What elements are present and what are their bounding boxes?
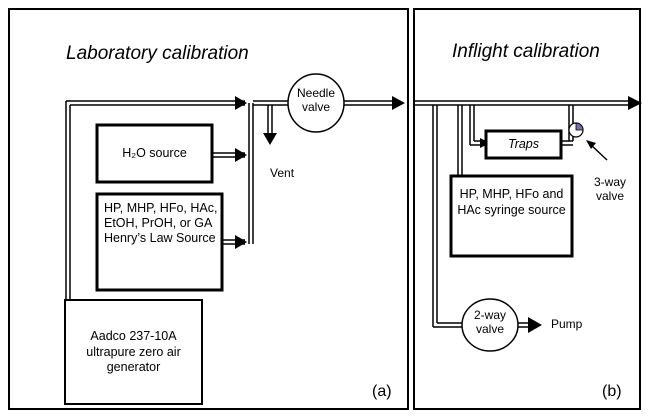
three-way-valve-icon <box>568 122 584 138</box>
zero-air-label: Aadco 237-10A ultrapure zero air generat… <box>86 329 181 375</box>
panel-a-label: (a) <box>372 383 392 400</box>
pump-label: Pump <box>551 317 583 331</box>
arrow-a-outlet <box>392 96 405 110</box>
vent-label: Vent <box>270 166 295 180</box>
two-way-valve-label: 2-way valve <box>473 308 506 336</box>
panel-b-title: Inflight calibration <box>452 41 600 62</box>
traps-label: Traps <box>507 137 540 151</box>
panel-a-title: Laboratory calibration <box>66 43 249 64</box>
arrow-to-junction <box>235 96 247 110</box>
zero-air-box <box>64 299 203 405</box>
arrow-henry-output <box>235 235 247 249</box>
needle-valve-label: Needle valve <box>296 86 336 114</box>
two-way-valve-circle <box>461 298 519 352</box>
three-way-valve-label: 3-way valve <box>593 175 626 203</box>
arrow-b-outlet <box>628 96 642 110</box>
henrys-law-source-box <box>95 192 224 292</box>
h2o-source-box <box>95 123 214 184</box>
arrow-h2o-output <box>235 148 247 162</box>
panel-b-frame <box>413 8 641 410</box>
panel-a-lines <box>65 100 392 302</box>
syringe-source-label: HP, MHP, HFo and HAc syringe source <box>457 187 566 217</box>
syringe-source-box <box>449 174 574 258</box>
arrow-to-pump <box>528 317 542 333</box>
h2o-source-label: H₂O source <box>122 146 187 160</box>
arrow-3way-pointer <box>586 140 596 149</box>
traps-box <box>484 129 563 160</box>
panel-a-frame <box>8 8 409 410</box>
panel-b-label: (b) <box>602 383 622 400</box>
henrys-law-source-label: HP, MHP, HFo, HAc, EtOH, PrOH, or GA Hen… <box>104 201 218 245</box>
arrow-vent <box>263 133 277 145</box>
needle-valve-circle <box>287 73 345 133</box>
panel-a-arrowheads <box>235 96 405 249</box>
